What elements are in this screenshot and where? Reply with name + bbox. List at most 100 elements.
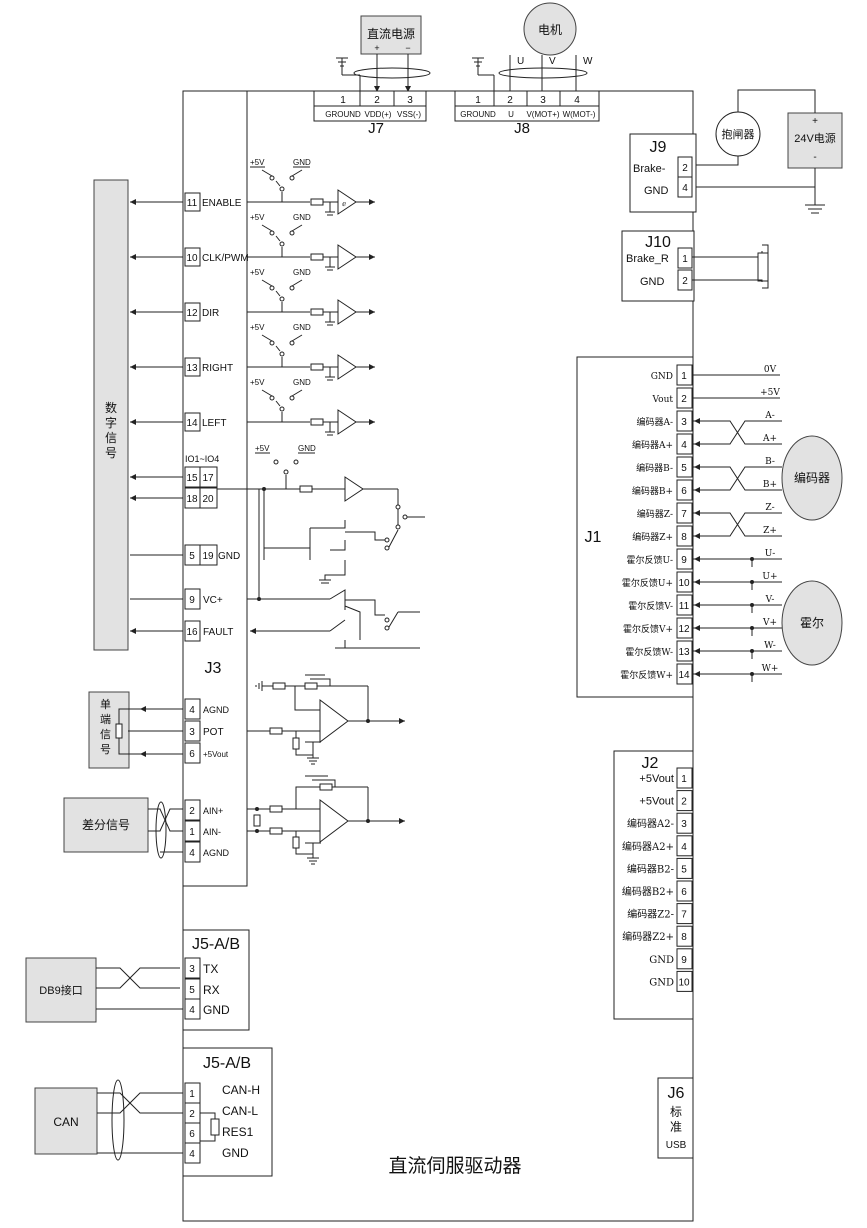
encoder-label: 编码器 [794,470,830,485]
j1-wire-label: B- [765,457,775,467]
svg-text:USB: USB [666,1140,687,1151]
svg-text:字: 字 [105,415,117,430]
svg-text:12: 12 [186,308,198,319]
j1-pin-number: 3 [681,417,687,428]
j3-vc-row: 9 VC+ [130,489,420,640]
j1-pin-number: 7 [681,509,687,520]
svg-text:AIN-: AIN- [203,827,221,837]
svg-text:6: 6 [189,749,195,760]
j1-pin-number: 2 [681,394,687,405]
db9-interface [25,957,97,1023]
svg-text:2: 2 [189,1109,195,1120]
dc-power-supply [360,15,422,55]
svg-text:17: 17 [202,473,214,484]
hall-label: 霍尔 [800,615,824,630]
svg-text:标: 标 [670,1105,682,1119]
svg-text:LEFT: LEFT [202,418,226,429]
j1-pin-number: 10 [678,578,690,589]
j2-pin-label: 编码器B2+ [622,885,674,898]
j1-pin-label: 霍尔反馈U+ [622,577,673,589]
j2-row: 10 GND [649,970,693,992]
svg-text:GND: GND [293,213,311,222]
svg-text:1: 1 [189,1089,195,1100]
j2-pin-number: 7 [681,910,687,921]
svg-text:RIGHT: RIGHT [202,363,233,374]
digital-signal-block [93,179,129,651]
svg-text:GND: GND [293,323,311,332]
connector-j9: J9 Brake- GND 2 4 [629,133,697,213]
svg-text:GROUND: GROUND [325,110,361,119]
j1-wire-label: 0V [764,365,777,375]
svg-text:FAULT: FAULT [203,627,233,638]
j3-analog-rows: 4 3 6 AGND POT +5Vout [140,698,230,764]
j2-pin-label: 编码器Z2- [627,908,674,921]
svg-text:4: 4 [189,848,195,859]
j1-pin-label: 霍尔反馈U- [627,554,673,566]
j2-pin-number: 6 [681,887,687,898]
svg-text:5: 5 [189,551,195,562]
j2-pin-number: 10 [678,977,690,988]
svg-text:20: 20 [202,494,214,505]
j1-pin-number: 6 [681,486,687,497]
svg-text:信: 信 [105,431,117,445]
svg-text:POT: POT [203,727,224,738]
svg-text:4: 4 [682,183,688,194]
differential-signal-block [63,797,149,853]
connector-j7: 1 2 3 GROUND VDD(+) VSS(-) J7 [313,90,427,137]
svg-text:准: 准 [670,1120,682,1134]
svg-text:3: 3 [189,727,195,738]
svg-text:IO1~IO4: IO1~IO4 [185,454,219,464]
psu-24v-label: 24V电源 [794,131,836,145]
j3-input-dir: 12 DIR [130,302,219,322]
j2-pin-label: GND [649,955,674,966]
svg-text:+5V: +5V [250,158,265,167]
connector-j8: 1 2 3 4 GROUND U V(MOT+) W(MOT-) J8 [454,90,600,137]
svg-text:VC+: VC+ [203,595,223,606]
j1-wire-label: A+ [762,434,777,444]
svg-text:GND: GND [222,1146,249,1160]
svg-text:16: 16 [186,627,198,638]
dc-power-label: 直流电源 [367,27,415,41]
j1-pin-label: 霍尔反馈V+ [623,623,673,635]
svg-text:GND: GND [293,378,311,387]
j8-title: J8 [514,120,530,137]
svg-text:6: 6 [189,1129,195,1140]
svg-text:RES1: RES1 [222,1125,254,1139]
j1-pin-number: 12 [678,624,690,635]
svg-text:19: 19 [202,551,214,562]
motor-v: V [549,56,556,67]
j5a-title: J5-A/B [192,936,240,953]
j2-pin-number: 1 [681,774,687,785]
svg-text:DIR: DIR [202,308,219,319]
j2-row: 1+5Vout [639,767,693,789]
can-label: CAN [53,1115,78,1129]
svg-text:2: 2 [682,276,688,287]
svg-text:+5V: +5V [250,323,265,332]
j2-rows: 1+5Vout2+5Vout3编码器A2-4编码器A2+5编码器B2-6编码器B… [622,767,693,992]
svg-text:单: 单 [100,698,111,711]
pot-opamp-circuit [247,674,405,765]
j1-wire-label: +5V [760,388,780,398]
motor [523,2,577,56]
j1-pin-label: 编码器A- [636,416,673,428]
svg-text:GND: GND [293,268,311,277]
j2-pin-number: 8 [681,932,687,943]
svg-text:10: 10 [186,253,198,264]
svg-text:2: 2 [374,95,380,106]
j2-pin-label: GND [649,977,674,988]
svg-text:4: 4 [189,1149,195,1160]
svg-text:GND: GND [640,276,665,288]
svg-text:2: 2 [682,163,688,174]
dc-power-minus: − [405,43,410,53]
j2-pin-label: 编码器A2- [627,817,674,830]
j2-pin-label: 编码器Z2+ [622,930,674,943]
